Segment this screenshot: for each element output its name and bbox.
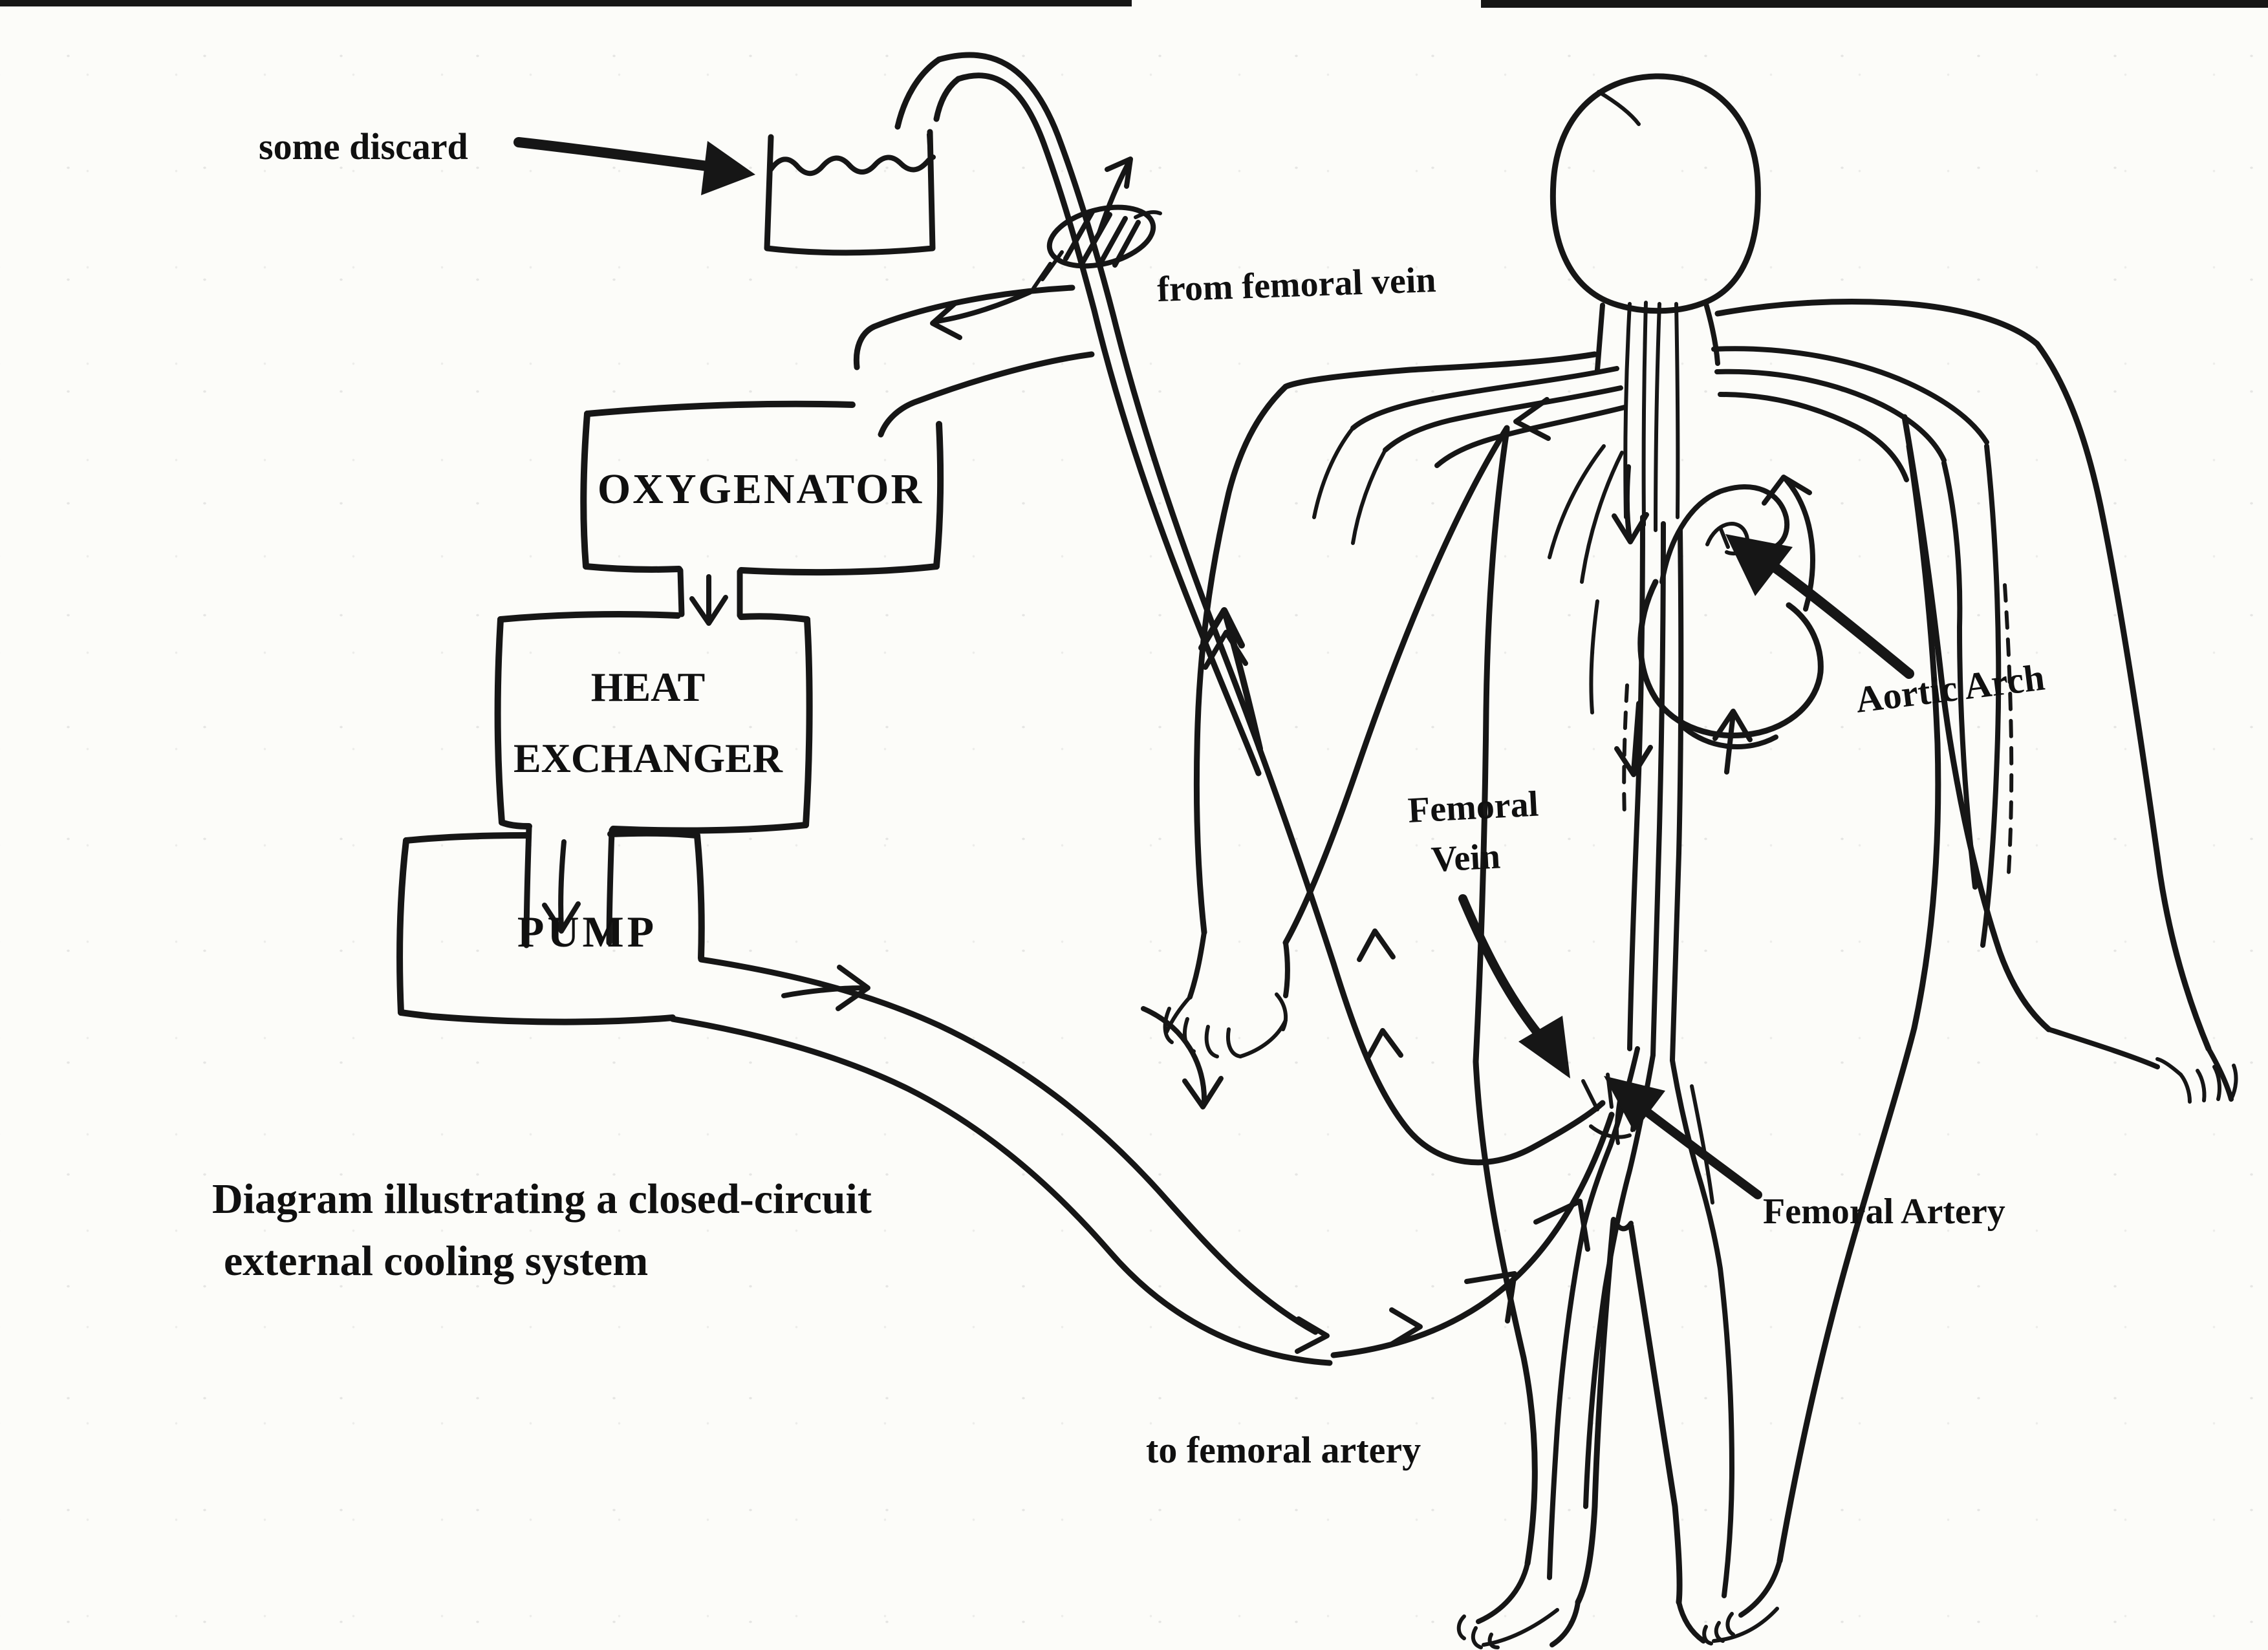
flow-chevron-vein-1 [1357, 928, 1396, 962]
head [1550, 73, 1761, 314]
oxygenator-box [580, 400, 944, 626]
flow-arrow-heat-exchanger-out [558, 839, 567, 931]
heat-exchanger-label-line2: EXCHANGER [513, 735, 783, 781]
heat-exchanger-box [494, 611, 813, 948]
pump-box [396, 830, 705, 1025]
body-outline [1163, 73, 2238, 1649]
femoral-artery-arrow [1604, 1076, 1762, 1199]
internal-flow-arrows [1612, 464, 1815, 777]
some-discard-label: some discard [259, 125, 468, 167]
arterial-supply-tube [669, 956, 1615, 1366]
flow-arrow-pump-out [781, 985, 865, 998]
flow-chevron-left-shoulder [1513, 397, 1551, 441]
aortic-arch-label: Aortic Arch [1853, 656, 2047, 721]
left-foot [1456, 1561, 1581, 1649]
aortic-arch-vessel [1659, 484, 1790, 584]
heat-exchanger-label-line1: HEAT [591, 664, 706, 710]
pump-label: PUMP [517, 907, 657, 956]
femoral-vein-arrow [1458, 894, 1570, 1078]
diagram-title-line2: external cooling system [224, 1238, 648, 1285]
flow-arrow-bend [1141, 1006, 1207, 1106]
right-foot [1676, 1558, 1782, 1645]
water-line [768, 155, 936, 177]
flow-chevron-artery-2 [1388, 1307, 1423, 1347]
to-femoral-artery-label: to femoral artery [1146, 1429, 1421, 1471]
left-hand [1163, 930, 1290, 1058]
right-hand [2046, 1027, 2238, 1104]
oxygenator-inlet-tube [853, 284, 1095, 438]
vein-return-tube [894, 52, 1606, 1166]
aortic-arch-arrow [1725, 534, 1914, 679]
diagram-title-line1: Diagram illustrating a closed-circuit [212, 1175, 872, 1223]
from-femoral-vein-label: from femoral vein [1156, 260, 1436, 310]
femoral-vein-label-line1: Femoral [1407, 784, 1539, 830]
flow-chevron-artery-1 [1295, 1316, 1330, 1354]
discard-container [764, 129, 936, 256]
oxygenator-label: OXYGENATOR [598, 466, 923, 513]
some-discard-arrow [513, 137, 755, 195]
femoral-artery-label: Femoral Artery [1763, 1192, 2005, 1232]
flow-chevron-vein-2 [1365, 1028, 1403, 1062]
blood-vessels [1312, 301, 2014, 1598]
flow-arrow-into-oxygenator [934, 290, 1032, 324]
tube-clamp-hatched [1031, 204, 1162, 290]
femoral-vein-label-line2: Vein [1430, 836, 1501, 880]
scan-artifacts [0, 0, 2268, 8]
flow-arrow-vein-up [1198, 607, 1263, 752]
